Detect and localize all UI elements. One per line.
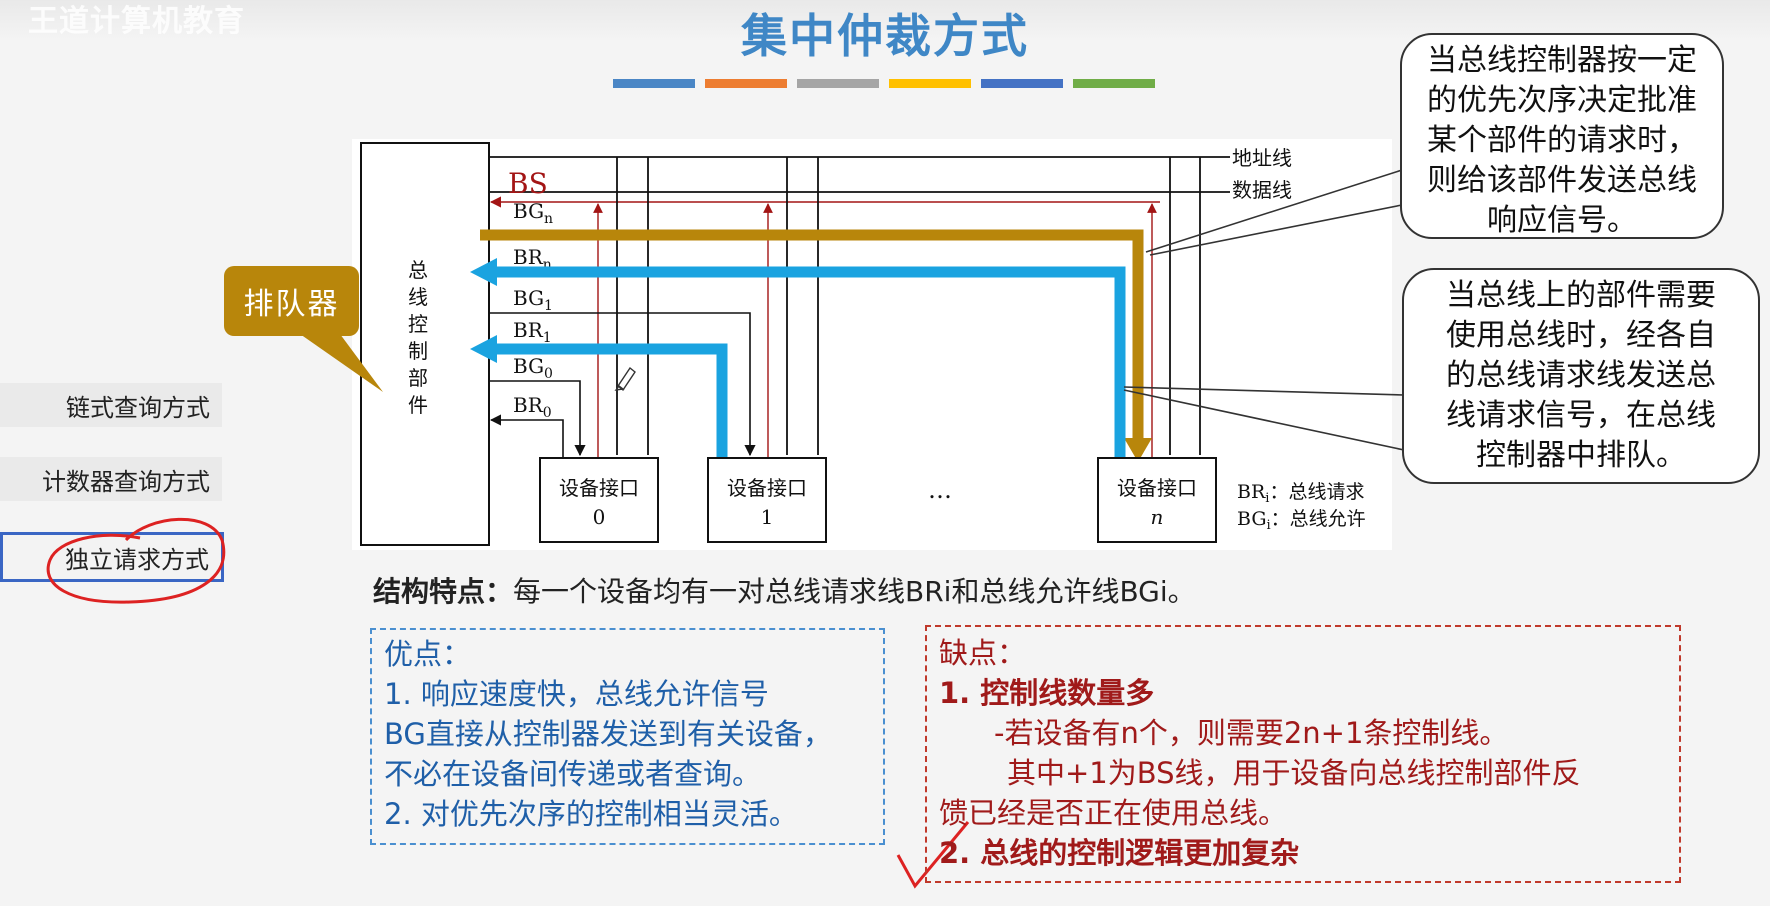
title-color-bar (889, 79, 971, 88)
controller-char: 制 (408, 339, 428, 363)
svg-text:BGn: BGn (513, 199, 553, 227)
bubble-line: 当总线控制器按一定 (1427, 43, 1697, 78)
controller-char: 总 (408, 258, 428, 282)
svg-text:BRi：总线请求: BRi：总线请求 (1237, 481, 1364, 506)
controller-char: 部 (408, 366, 428, 390)
disadvantage-detail: 其中+1为BS线，用于设备向总线控制部件反 (1007, 756, 1581, 790)
request-explanation-bubble: 当总线上的部件需要 使用总线时，经各自 的总线请求线发送总 线请求信号，在总线 … (1402, 268, 1760, 484)
controller-label: 总 线 控 制 部 件 (408, 258, 428, 417)
device-interface-n (1097, 457, 1217, 543)
data-line-label: 数据线 (1232, 178, 1292, 202)
sidebar-item-label: 链式查询方式 (66, 393, 210, 422)
device-index: 0 (593, 505, 606, 529)
advantages-line: BG直接从控制器发送到有关设备， (384, 717, 832, 751)
disadvantage-detail: 馈已经是否正在使用总线。 (939, 796, 1288, 830)
br-1-request-arrow (496, 343, 728, 458)
bubble-line: 的总线请求线发送总 (1446, 358, 1716, 393)
advantages-line: 2. 对优先次序的控制相当灵活。 (384, 797, 798, 831)
bubble-line: 线请求信号，在总线 (1446, 398, 1716, 433)
handwritten-check-mark (896, 821, 970, 889)
signal-legend: BRi：总线请求 BGi：总线允许 (1237, 481, 1366, 533)
device-ellipsis: … (928, 476, 952, 504)
br-n-request-arrow (496, 266, 1126, 458)
handwritten-circle-mark (46, 517, 226, 604)
bubble-line: 当总线上的部件需要 (1446, 278, 1716, 313)
bubble-line: 则给该部件发送总线 (1427, 163, 1697, 198)
arbitration-diagram: 总 线 控 制 部 件 地址线 数据线 BS BGn BRn BG1 BR1 B… (352, 139, 1392, 550)
sidebar-item-independent-request[interactable]: 独立请求方式 (0, 532, 224, 582)
bubble-line: 某个部件的请求时， (1427, 123, 1697, 158)
diagram-svg: 总 线 控 制 部 件 地址线 数据线 BS BGn BRn BG1 BR1 B… (360, 142, 1366, 546)
device-index: 1 (761, 505, 774, 529)
queue-callout-tail (300, 334, 383, 392)
svg-text:BG0: BG0 (513, 354, 553, 382)
sidebar-item-chain-query[interactable]: 链式查询方式 (0, 383, 222, 427)
sidebar-item-label: 计数器查询方式 (42, 467, 210, 496)
advantages-heading: 优点： (384, 637, 472, 671)
controller-char: 线 (408, 285, 428, 309)
svg-text:BR0: BR0 (513, 393, 552, 421)
svg-text:BG1: BG1 (513, 286, 553, 314)
title-color-bar (1073, 79, 1155, 88)
disadvantages-box: 缺点： 1. 控制线数量多 -若设备有n个，则需要2n+1条控制线。 其中+1为… (925, 625, 1681, 883)
sidebar-item-counter-query[interactable]: 计数器查询方式 (0, 457, 222, 501)
structure-text: 每一个设备均有一对总线请求线BRi和总线允许线BGi。 (513, 575, 1196, 608)
bubble-line: 使用总线时，经各自 (1446, 318, 1716, 353)
title-color-bar (705, 79, 787, 88)
watermark-logo: 王道计算机教育 (28, 4, 245, 39)
device-index: n (1151, 505, 1164, 529)
controller-char: 控 (408, 312, 428, 336)
grant-explanation-bubble: 当总线控制器按一定 的优先次序决定批准 某个部件的请求时， 则给该部件发送总线 … (1400, 33, 1724, 239)
bubble-line: 控制器中排队。 (1476, 438, 1686, 473)
bubble-line: 响应信号。 (1487, 203, 1637, 238)
page-title: 集中仲裁方式 (741, 9, 1029, 63)
device-label: 设备接口 (1117, 476, 1197, 500)
title-color-bar (981, 79, 1063, 88)
bs-label: BS (508, 167, 548, 200)
controller-char: 件 (408, 393, 428, 417)
address-line-label: 地址线 (1232, 146, 1292, 170)
disadvantage-detail: -若设备有n个，则需要2n+1条控制线。 (994, 716, 1509, 750)
device-label: 设备接口 (559, 476, 639, 500)
signal-labels: BGn BRn BG1 BR1 BG0 BR0 (513, 199, 553, 421)
title-color-bar (613, 79, 695, 88)
device-label: 设备接口 (727, 476, 807, 500)
queue-callout: 排队器 (224, 266, 359, 336)
bg-n-grant-arrow (480, 229, 1144, 445)
bus-controller-box (360, 142, 490, 546)
svg-text:BGi：总线允许: BGi：总线允许 (1237, 508, 1366, 533)
sidebar-item-label: 独立请求方式 (65, 545, 209, 574)
device-interface-0 (539, 457, 659, 543)
structure-feature: 结构特点：每一个设备均有一对总线请求线BRi和总线允许线BGi。 (373, 570, 1196, 610)
title-color-bars (613, 79, 1155, 88)
disadvantages-heading: 缺点： (939, 636, 1027, 670)
advantages-line: 1. 响应速度快，总线允许信号 (384, 677, 769, 711)
svg-text:BR1: BR1 (513, 318, 552, 346)
device-interface-1 (707, 457, 827, 543)
svg-text:BRn: BRn (513, 245, 552, 273)
advantages-line: 不必在设备间传递或者查询。 (384, 757, 762, 791)
bubble-line: 的优先次序决定批准 (1427, 83, 1697, 118)
disadvantage-point-1: 1. 控制线数量多 (939, 676, 1155, 710)
title-color-bar (797, 79, 879, 88)
advantages-box: 优点： 1. 响应速度快，总线允许信号 BG直接从控制器发送到有关设备， 不必在… (370, 628, 885, 845)
pencil-icon (614, 366, 636, 392)
disadvantage-point-2: 2. 总线的控制逻辑更加复杂 (939, 836, 1300, 870)
structure-label: 结构特点： (373, 575, 514, 608)
